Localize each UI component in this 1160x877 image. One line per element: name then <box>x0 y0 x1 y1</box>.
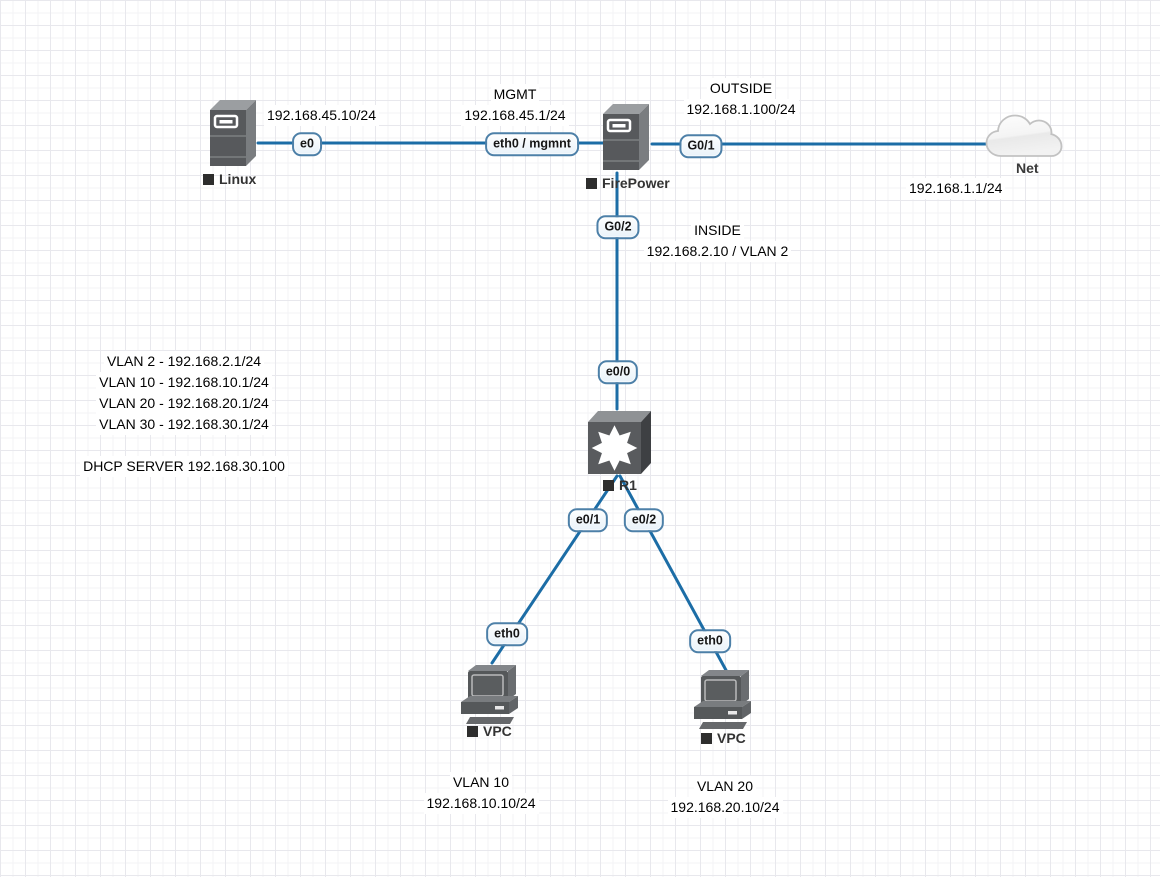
vpc1-ip-text: 192.168.10.10/24 <box>423 793 539 814</box>
note-mgmt[interactable]: MGMT 192.168.45.1/24 <box>440 84 590 126</box>
vlan-table-row: VLAN 20 - 192.168.20.1/24 <box>96 393 272 414</box>
vpc2-color-square <box>701 732 712 744</box>
cloud-label[interactable]: Net <box>1016 160 1039 176</box>
linux-label[interactable]: Linux <box>203 172 256 186</box>
port-badge-router-e02[interactable]: e0/2 <box>623 508 665 532</box>
mgmt-title-text: MGMT <box>490 84 540 105</box>
linux-color-square <box>203 173 214 185</box>
mgmt-ip-text: 192.168.45.1/24 <box>461 105 569 126</box>
port-badge-router-e01[interactable]: e0/1 <box>567 508 609 532</box>
port-badge-firepower-mgmt[interactable]: eth0 / mgmnt <box>485 132 579 156</box>
linux-name: Linux <box>219 171 257 187</box>
router-name: R1 <box>619 477 637 493</box>
vpc1-label[interactable]: VPC <box>467 724 512 738</box>
router-color-square <box>603 479 614 491</box>
vpc1-vlan-text: VLAN 10 <box>449 772 513 793</box>
note-inside[interactable]: INSIDE 192.168.2.10 / VLAN 2 <box>640 220 795 262</box>
router-label[interactable]: R1 <box>603 478 637 492</box>
port-badge-linux-e0[interactable]: e0 <box>292 132 322 156</box>
linux-server-icon[interactable] <box>206 94 260 172</box>
vlan-table-spacer <box>74 435 294 456</box>
vpc2-pc-icon[interactable] <box>691 663 755 731</box>
vpc2-name: VPC <box>717 730 746 746</box>
inside-title-text: INSIDE <box>691 220 744 241</box>
dhcp-server-text: DHCP SERVER 192.168.30.100 <box>80 456 288 477</box>
outside-ip-text: 192.168.1.100/24 <box>683 99 799 120</box>
outside-title-text: OUTSIDE <box>706 78 776 99</box>
port-badge-router-e00[interactable]: e0/0 <box>597 360 639 384</box>
net-ip-text: 192.168.1.1/24 <box>906 178 1006 199</box>
vpc1-name: VPC <box>483 723 512 739</box>
note-net-ip[interactable]: 192.168.1.1/24 <box>906 178 1006 199</box>
vpc2-ip-text: 192.168.20.10/24 <box>667 797 783 818</box>
port-badge-firepower-outside[interactable]: G0/1 <box>679 134 723 158</box>
vpc1-color-square <box>467 725 478 737</box>
vlan-table-row: VLAN 10 - 192.168.10.1/24 <box>96 372 272 393</box>
firepower-firewall-icon[interactable] <box>599 98 653 176</box>
note-outside[interactable]: OUTSIDE 192.168.1.100/24 <box>666 78 816 120</box>
vlan-table-row: VLAN 30 - 192.168.30.1/24 <box>96 414 272 435</box>
note-vlan-table[interactable]: VLAN 2 - 192.168.2.1/24 VLAN 10 - 192.16… <box>74 351 294 477</box>
note-linux-ip[interactable]: 192.168.45.10/24 <box>264 105 379 126</box>
firepower-color-square <box>586 177 597 189</box>
port-badge-vpc2-eth0[interactable]: eth0 <box>689 629 731 653</box>
port-badge-vpc1-eth0[interactable]: eth0 <box>486 622 528 646</box>
vpc1-pc-icon[interactable] <box>458 658 522 726</box>
firepower-name: FirePower <box>602 175 670 191</box>
firepower-label[interactable]: FirePower <box>586 176 670 190</box>
inside-ip-text: 192.168.2.10 / VLAN 2 <box>643 241 792 262</box>
note-vpc2-network[interactable]: VLAN 20 192.168.20.10/24 <box>655 776 795 818</box>
router-switch-icon[interactable] <box>586 406 653 474</box>
linux-ip-text: 192.168.45.10/24 <box>264 105 379 126</box>
port-badge-firepower-inside[interactable]: G0/2 <box>596 215 640 239</box>
vpc2-label[interactable]: VPC <box>701 731 746 745</box>
vpc2-vlan-text: VLAN 20 <box>693 776 757 797</box>
note-vpc1-network[interactable]: VLAN 10 192.168.10.10/24 <box>411 772 551 814</box>
vlan-table-row: VLAN 2 - 192.168.2.1/24 <box>103 351 265 372</box>
internet-cloud-icon[interactable] <box>984 109 1064 163</box>
